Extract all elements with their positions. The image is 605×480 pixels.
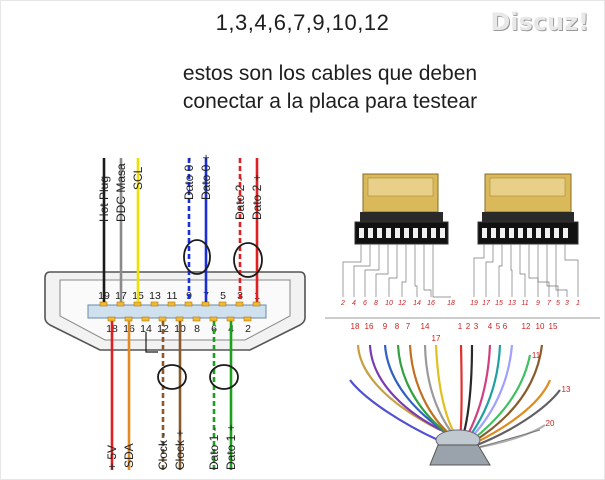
right-plug-pin-number: 3 (565, 300, 569, 307)
left-plug (354, 173, 449, 245)
pin-14 (141, 316, 150, 322)
right-plug-pin-number: 15 (495, 300, 503, 307)
right-plug-pin-number: 1 (576, 300, 580, 307)
cable-number: 1 (458, 322, 463, 331)
pin-7 (201, 301, 210, 307)
cable-jacket (429, 444, 491, 466)
cable-number: 5 (496, 322, 501, 331)
cable-number: 16 (365, 322, 374, 331)
pin-1 (252, 301, 261, 307)
plug-photos: 2 4 6 8 10 12 14 16 18 19 17 15 13 11 9 … (325, 173, 600, 319)
left-plug-pin-number: 10 (385, 300, 393, 307)
right-plug-pin-number: 11 (521, 300, 528, 307)
label-dato0-minus: Dato 0 - (182, 157, 196, 200)
pin-11 (167, 301, 176, 307)
cable-number: 14 (421, 322, 430, 331)
cable-number: 3 (474, 322, 479, 331)
twisted-pair-loop-dato2 (233, 242, 263, 278)
left-plug-pin-number: 8 (374, 300, 378, 307)
cable-number: 10 (536, 322, 545, 331)
label-dato2-minus: Dato 2 - (233, 177, 247, 220)
left-plug-pin-number: 6 (363, 300, 367, 307)
clock-shield-trace (145, 332, 158, 353)
left-plug-pin-number: 2 (340, 300, 345, 307)
cable-number: 17 (432, 334, 441, 343)
top-pin-number: 11 (167, 290, 178, 302)
right-plug-pin-number: 9 (536, 300, 540, 307)
cable-number: 20 (546, 419, 555, 428)
pin-15 (133, 301, 142, 307)
pin-5 (218, 301, 227, 307)
pin-18 (107, 316, 116, 322)
instruction-text: estos son los cables que deben conectar … (0, 60, 605, 116)
right-plug-pin-number: 5 (556, 300, 560, 307)
label-dato1-minus: Dato 1 - (207, 427, 221, 470)
pin-3 (235, 301, 244, 307)
cable-number: 6 (503, 322, 508, 331)
left-plug-pin-number: 4 (352, 300, 356, 307)
cable-number: 4 (488, 322, 493, 331)
right-plug-pin-number: 7 (547, 300, 552, 307)
connector-pinout: 19 17 15 13 11 9 7 5 3 1 18 16 14 12 10 … (44, 154, 306, 470)
drain-wire (479, 429, 541, 448)
bottom-pin-number: 2 (245, 323, 251, 335)
right-plug-pin-number: 17 (482, 300, 491, 307)
pin-9 (184, 301, 193, 307)
cable-number: 9 (383, 322, 388, 331)
label-scl: SCL (131, 166, 145, 190)
cable-number: 7 (406, 322, 411, 331)
cable-number: 11 (532, 351, 541, 360)
cable-number: 15 (549, 322, 558, 331)
pin-19 (99, 301, 108, 307)
pin-16 (124, 316, 133, 322)
left-plug-pin-number: 12 (398, 300, 406, 307)
pin-13 (150, 301, 159, 307)
pin-8 (192, 316, 201, 322)
label-sda: SDA (122, 443, 136, 468)
pin-4 (226, 316, 235, 322)
label-dato2-plus: Dato 2 + (250, 174, 264, 220)
twisted-pair-loop-dato1 (209, 364, 239, 390)
label-ddc-masa: DDC Masa (114, 163, 128, 222)
cable-number: 8 (395, 322, 400, 331)
label-clock-minus: Clock - (156, 433, 170, 470)
label-5v: + 5V (105, 445, 119, 470)
discuz-watermark: Discuz! (490, 8, 589, 36)
twisted-pair-loop-clock (157, 364, 187, 390)
left-plug-pin-number: 14 (413, 300, 421, 307)
instruction-line-2: conectar a la placa para testear (182, 90, 478, 113)
pin-10 (175, 316, 184, 322)
cable-number: 18 (351, 322, 360, 331)
cable-number: 13 (562, 385, 571, 394)
right-plug-pin-number: 13 (508, 300, 516, 307)
right-plug (477, 173, 579, 245)
label-clock-plus: Clock + (173, 430, 187, 470)
right-plug-pin-number: 19 (470, 300, 478, 307)
label-dato0-plus: Dato 0 + (199, 154, 213, 200)
cable-fanout: 18 16 9 8 7 14 17 1 2 3 4 5 6 12 10 15 1… (349, 322, 571, 466)
twisted-pair-loop-dato0 (183, 239, 211, 275)
label-hot-plug: Hot Plug (97, 176, 111, 222)
pin-strip (87, 304, 267, 319)
instruction-line-1: estos son los cables que deben (182, 62, 478, 85)
bottom-pin-number: 14 (140, 323, 152, 335)
left-plug-pin-number: 18 (447, 300, 455, 307)
left-plug-pin-number: 16 (427, 300, 435, 307)
cable-number: 2 (466, 322, 471, 331)
label-dato1-plus: Dato 1 + (224, 424, 238, 470)
pin-12 (158, 316, 167, 322)
cable-number: 12 (522, 322, 531, 331)
pin-6 (209, 316, 218, 322)
top-pin-number: 13 (149, 290, 161, 302)
pin-17 (116, 301, 125, 307)
pin-2 (243, 316, 252, 322)
bottom-pin-number: 8 (194, 323, 200, 335)
pin-list-heading: 1,3,4,6,7,9,10,12 (215, 10, 390, 35)
top-pin-number: 5 (220, 290, 226, 302)
